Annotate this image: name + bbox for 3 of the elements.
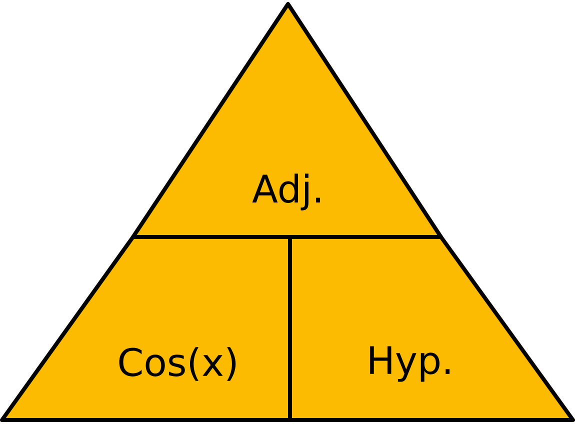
triangle-section: Hyp. — [288, 235, 575, 422]
triangle-section: Cos(x) — [0, 235, 292, 422]
triangle-section: Adj. — [131, 2, 443, 239]
